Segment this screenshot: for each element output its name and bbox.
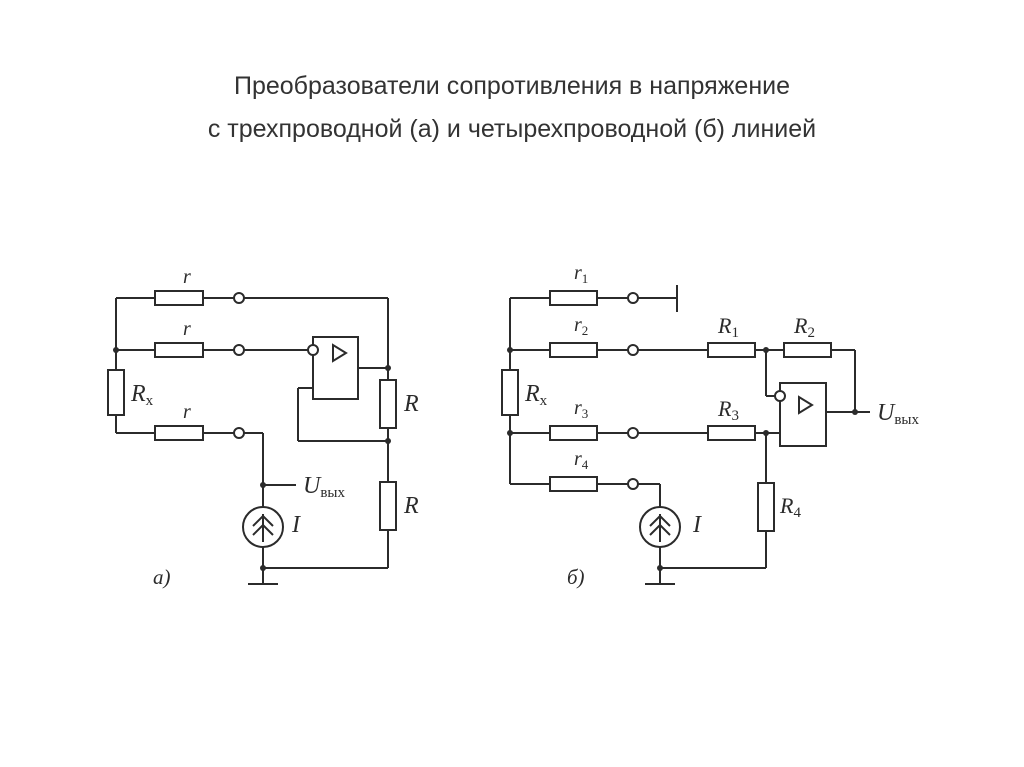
resistor-R-lower bbox=[379, 481, 397, 531]
resistor-R-upper bbox=[379, 379, 397, 429]
caption-a: а) bbox=[153, 565, 171, 589]
junction-dot bbox=[260, 565, 266, 571]
resistor-r-top bbox=[154, 290, 204, 306]
label-r: r bbox=[183, 401, 191, 423]
resistor-r-middle bbox=[154, 342, 204, 358]
label-R2: R2 bbox=[793, 313, 815, 341]
label-r: r bbox=[183, 266, 191, 288]
label-rx: Rx bbox=[130, 381, 154, 409]
op-amp-triangle-icon bbox=[332, 343, 348, 363]
resistor-rx bbox=[107, 369, 125, 416]
label-R: R bbox=[403, 493, 419, 519]
resistor-R3 bbox=[707, 425, 756, 441]
title-line-1: Преобразователи сопротивления в напряжен… bbox=[234, 72, 790, 100]
junction-dot bbox=[763, 430, 769, 436]
label-R: R bbox=[403, 391, 419, 417]
junction-dot bbox=[657, 565, 663, 571]
label-r: r bbox=[183, 318, 191, 340]
junction-dot bbox=[385, 365, 391, 371]
op-amp-input-terminal bbox=[307, 344, 319, 356]
junction-dot bbox=[113, 347, 119, 353]
terminal bbox=[627, 344, 639, 356]
current-source-icon bbox=[242, 506, 284, 548]
resistor-r2 bbox=[549, 342, 598, 358]
label-r2: r2 bbox=[574, 314, 588, 338]
label-uout: Uвых bbox=[303, 473, 346, 501]
title-line-2: с трехпроводной (а) и четырехпроводной (… bbox=[207, 115, 817, 143]
resistor-r-bottom bbox=[154, 425, 204, 441]
label-R3: R3 bbox=[717, 396, 739, 424]
diagram-a: r r r Rx R R Uвых I а) bbox=[107, 266, 419, 589]
junction-dot bbox=[763, 347, 769, 353]
label-R1: R1 bbox=[717, 313, 739, 341]
resistor-R2 bbox=[783, 342, 832, 358]
resistor-rx bbox=[501, 369, 519, 416]
caption-b: б) bbox=[567, 565, 585, 589]
terminal bbox=[233, 292, 245, 304]
label-source-current: I bbox=[291, 512, 301, 538]
terminal bbox=[233, 427, 245, 439]
junction-dot bbox=[852, 409, 858, 415]
junction-dot bbox=[385, 438, 391, 444]
diagram-b: r1 r2 r3 r4 Rx R1 R2 R3 R4 Uвых I б) bbox=[501, 262, 920, 589]
junction-dot bbox=[260, 482, 266, 488]
op-amp bbox=[779, 382, 827, 447]
op-amp-triangle-icon bbox=[798, 395, 814, 415]
junction-dot bbox=[507, 430, 513, 436]
label-R4: R4 bbox=[779, 493, 801, 521]
terminal bbox=[233, 344, 245, 356]
resistor-r4 bbox=[549, 476, 598, 492]
label-rx: Rx bbox=[524, 381, 548, 409]
label-uout: Uвых bbox=[877, 400, 920, 428]
terminal bbox=[627, 478, 639, 490]
label-r1: r1 bbox=[574, 262, 588, 286]
op-amp-input-terminal bbox=[774, 390, 786, 402]
label-r4: r4 bbox=[574, 448, 589, 472]
resistor-R4 bbox=[757, 482, 775, 532]
junction-dot bbox=[507, 347, 513, 353]
terminal bbox=[627, 292, 639, 304]
resistor-r1 bbox=[549, 290, 598, 306]
terminal bbox=[627, 427, 639, 439]
resistor-R1 bbox=[707, 342, 756, 358]
current-source-icon bbox=[639, 506, 681, 548]
label-source-current: I bbox=[692, 512, 702, 538]
resistor-r3 bbox=[549, 425, 598, 441]
label-r3: r3 bbox=[574, 397, 588, 421]
